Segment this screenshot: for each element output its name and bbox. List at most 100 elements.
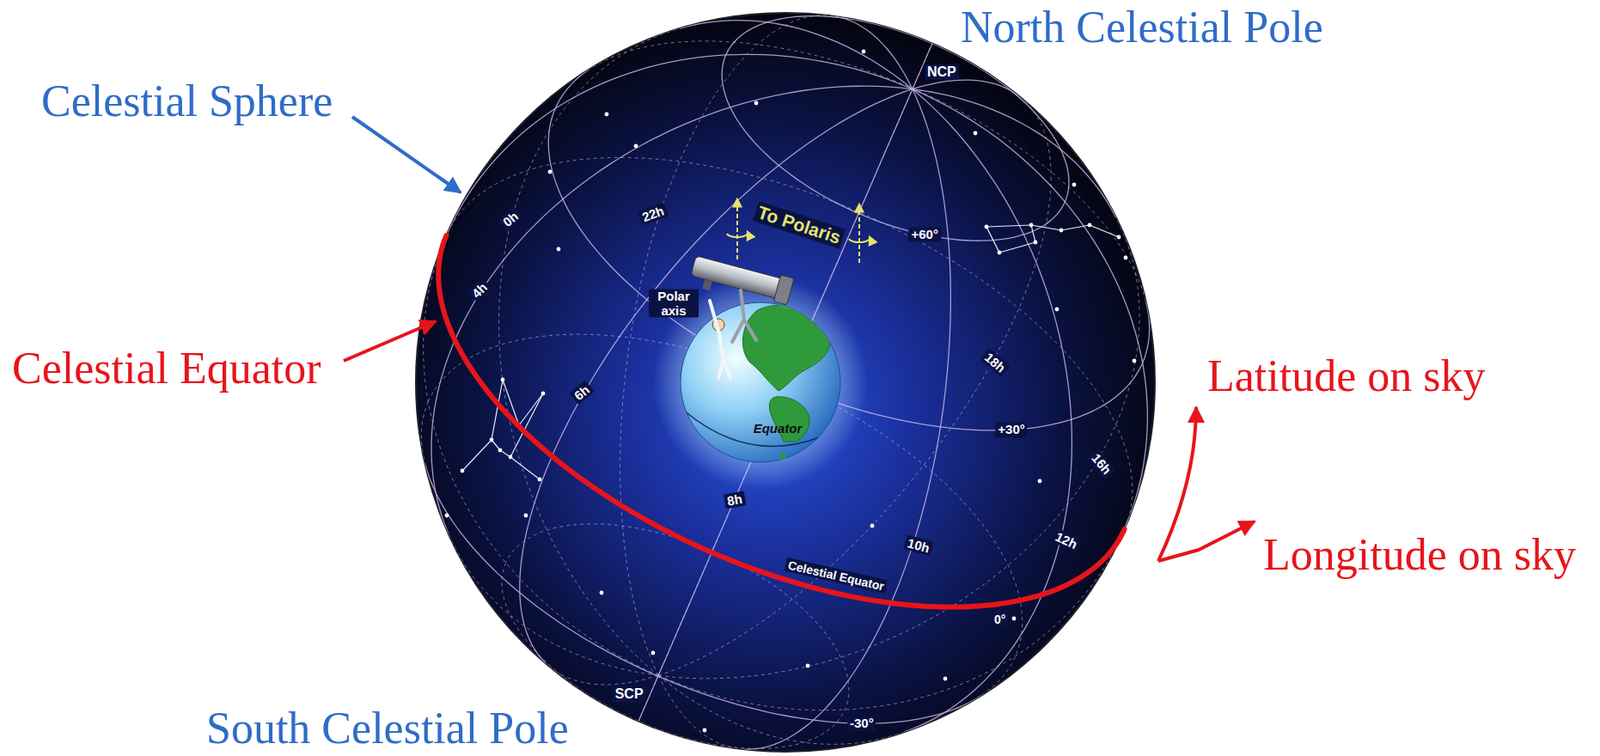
star-dot xyxy=(984,225,990,230)
star-dot xyxy=(604,112,610,117)
star-dot xyxy=(537,477,543,483)
constellation-line xyxy=(519,393,544,426)
celestial-equator-line xyxy=(438,235,1124,608)
star-dot xyxy=(634,144,639,149)
rotation-arrow xyxy=(848,237,870,243)
hour-label: 0h xyxy=(497,207,523,232)
longitude-annotation: Longitude on sky xyxy=(1263,529,1576,581)
star-dot xyxy=(498,448,503,453)
constellation-line xyxy=(1061,225,1090,231)
constellation-line xyxy=(986,225,1032,227)
constellation-line xyxy=(1031,225,1062,231)
grid-line-front xyxy=(834,16,913,90)
star-dot xyxy=(445,513,450,519)
sphere-annotation: Celestial Sphere xyxy=(41,75,333,128)
star-dot xyxy=(1012,616,1017,622)
declination-label: +30° xyxy=(995,422,1027,438)
star-dot xyxy=(479,599,484,605)
star-dot xyxy=(861,49,867,55)
observer-figure xyxy=(709,300,731,379)
longitude-arrow xyxy=(1158,521,1255,562)
pole-label: NCP xyxy=(924,64,959,80)
grid-line-back xyxy=(448,534,659,677)
star-field xyxy=(445,49,1137,733)
celestial-sphere xyxy=(415,12,1155,752)
grid-line-front xyxy=(445,54,912,236)
grid-line-back xyxy=(423,235,659,676)
latitude-arrow xyxy=(1158,407,1197,562)
telescope-cap xyxy=(773,274,794,306)
grid-line-front xyxy=(519,89,913,664)
hour-label: 4h xyxy=(467,278,493,304)
sphere-pointer-arrow xyxy=(352,116,461,193)
grid-line-front xyxy=(904,89,1072,733)
earth-equator-label: Equator xyxy=(753,421,803,436)
star-dot xyxy=(1132,359,1137,364)
celestial-equator-highlight xyxy=(438,235,1124,608)
telescope-eyepiece xyxy=(702,279,713,291)
polaris-rotation-arrows xyxy=(726,199,870,263)
equator-pointer-arrow xyxy=(343,321,436,361)
grid-line-back xyxy=(421,402,428,464)
equator-annotation: Celestial Equator xyxy=(12,342,322,395)
grid-line-front xyxy=(424,463,982,724)
grid-line-back xyxy=(658,217,1140,679)
star-dot xyxy=(1055,307,1060,312)
star-dot xyxy=(1038,479,1043,484)
grid-line-front xyxy=(555,69,590,110)
star-dot xyxy=(702,728,708,733)
grid-line-back xyxy=(499,28,680,676)
equator-line-label: Celestial Equator xyxy=(783,557,888,594)
hour-label: 8h xyxy=(723,490,746,509)
earth-continents xyxy=(683,298,837,465)
hour-label: 22h xyxy=(637,201,669,226)
star-dot xyxy=(508,455,513,460)
star-dot xyxy=(870,524,875,529)
declination-label: -30° xyxy=(847,716,877,732)
hour-label: 12h xyxy=(1050,527,1082,553)
grid-line-front xyxy=(912,89,1148,530)
grid-line-front xyxy=(912,89,1117,218)
star-dot xyxy=(973,131,978,136)
constellation-line xyxy=(999,242,1036,253)
star-dot xyxy=(1029,223,1034,228)
grid-line-back xyxy=(589,41,1147,302)
south-america-tip xyxy=(778,452,788,465)
rotation-axis-line xyxy=(736,199,739,260)
grid-line-front xyxy=(438,235,1128,608)
grid-line-back xyxy=(545,663,659,685)
star-dot xyxy=(997,250,1002,256)
star-dot xyxy=(556,247,562,252)
constellation-line xyxy=(462,439,492,471)
hour-label: 16h xyxy=(1087,448,1117,479)
grid-line-front xyxy=(679,20,913,90)
star-dot xyxy=(806,664,811,669)
star-dot xyxy=(1117,235,1122,240)
constellation-line xyxy=(986,226,1000,253)
star-dot xyxy=(548,170,553,175)
polar-axis-label: Polar axis xyxy=(648,289,699,318)
star-dot xyxy=(500,378,506,383)
star-dot xyxy=(1072,183,1077,188)
star-dot xyxy=(488,109,493,115)
constellation-line xyxy=(1089,225,1119,238)
grid-line-back xyxy=(658,675,746,750)
coordinate-grid xyxy=(421,15,1149,750)
grid-line-front xyxy=(912,79,1020,97)
star-dot xyxy=(489,438,495,443)
rotation-axis-line xyxy=(858,204,861,263)
observer-body xyxy=(709,300,731,379)
polaris-label: To Polaris xyxy=(752,201,846,250)
grid-line-back xyxy=(445,157,1132,520)
grid-line-front xyxy=(638,89,913,721)
hour-label: 6h xyxy=(568,380,594,405)
star-dot xyxy=(1087,223,1093,228)
star-dot xyxy=(599,591,605,596)
star-dot xyxy=(1059,228,1064,233)
star-dot xyxy=(651,651,656,656)
earth-globe xyxy=(680,302,841,463)
telescope-mount xyxy=(732,290,757,342)
star-dot xyxy=(943,677,948,682)
hour-label: 10h xyxy=(903,535,934,557)
